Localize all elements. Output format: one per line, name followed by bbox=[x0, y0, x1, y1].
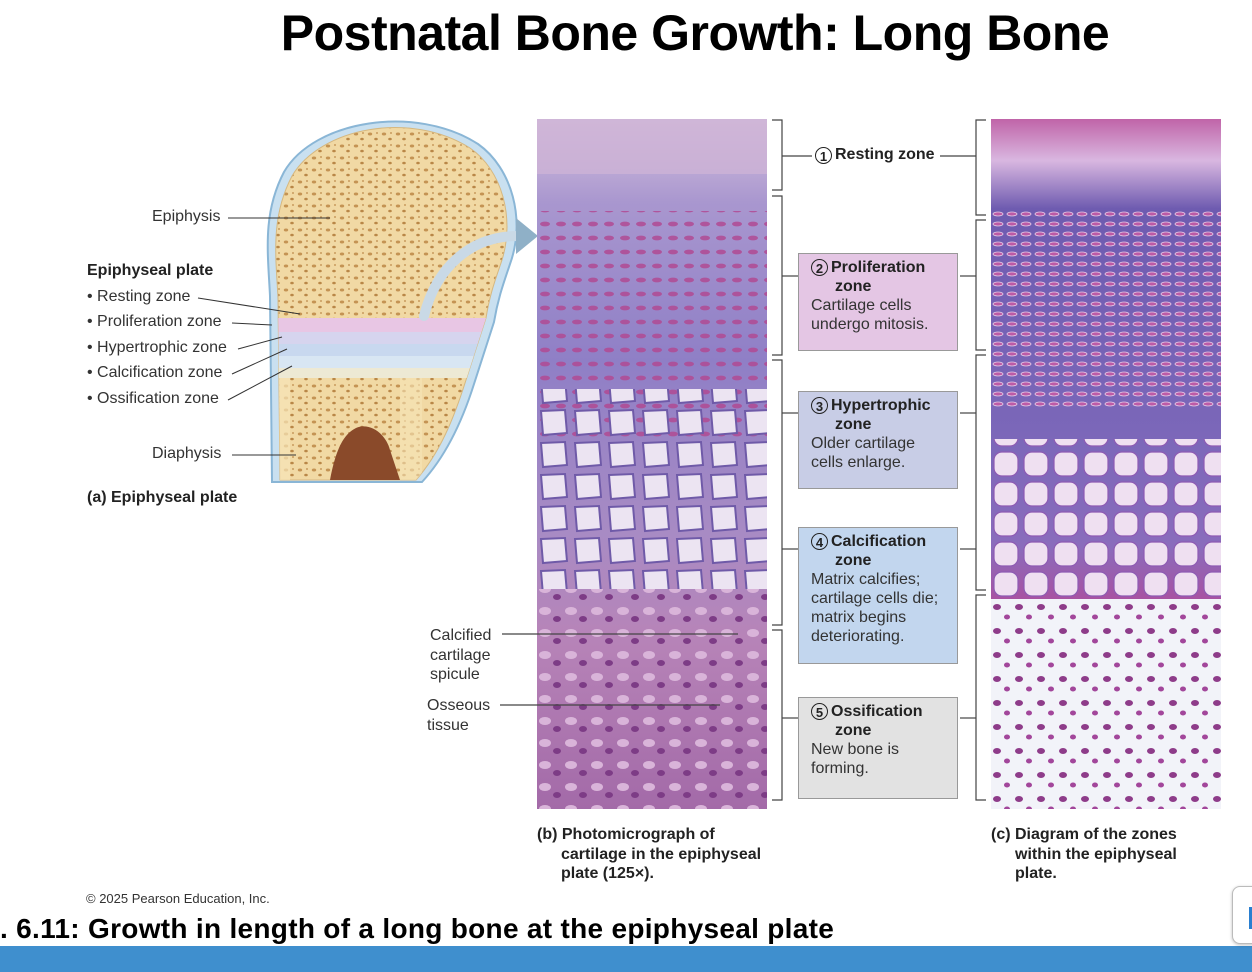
zone-title: Ossification zone bbox=[831, 702, 923, 740]
panel-b-caption: (b) Photomicrograph of cartilage in the … bbox=[537, 825, 761, 884]
label-line: tissue bbox=[427, 716, 469, 734]
zone-head: 5 Ossification zone bbox=[811, 702, 951, 740]
epiphysis-label: Epiphysis bbox=[152, 208, 221, 225]
zone-desc-line: deteriorating. bbox=[811, 628, 905, 645]
calcified-spicule-label: Calcified cartilage spicule bbox=[430, 626, 491, 685]
zone-number-badge: 5 bbox=[811, 703, 828, 720]
photomicrograph bbox=[537, 119, 767, 809]
diaphysis-label: Diaphysis bbox=[152, 445, 222, 462]
plate-band-proliferation bbox=[275, 332, 507, 344]
zone-number-badge: 2 bbox=[811, 259, 828, 276]
zone-desc-line: undergo mitosis. bbox=[811, 316, 929, 333]
zone-desc-line: cartilage cells die; bbox=[811, 590, 939, 607]
zone-head: 4 Calcification zone bbox=[811, 532, 951, 570]
zone-list-item: • Resting zone bbox=[87, 288, 191, 305]
caption-line: within the epiphyseal bbox=[1015, 845, 1177, 863]
zone-description: Cartilage cells undergo mitosis. bbox=[811, 296, 951, 334]
zone-description: New bone is forming. bbox=[811, 740, 951, 778]
zone-box-hypertrophic: 3 Hypertrophic zone Older cartilage cell… bbox=[798, 391, 958, 489]
caption-line: (c) Diagram of the zones bbox=[991, 826, 1177, 843]
magnify-arrow-head bbox=[516, 218, 538, 254]
zone-title: Calcification zone bbox=[831, 532, 926, 570]
plate-band-calcification bbox=[275, 356, 507, 368]
zone-box-resting: 1 Resting zone bbox=[812, 146, 938, 164]
zone-desc-line: New bone is bbox=[811, 741, 900, 758]
bracket-lines bbox=[500, 119, 986, 801]
panel-a-caption: (a) Epiphyseal plate bbox=[87, 489, 238, 506]
zone-desc-line: matrix begins bbox=[811, 609, 907, 626]
zone-title: Proliferation zone bbox=[831, 258, 925, 296]
label-line: Osseous bbox=[427, 697, 491, 714]
zone-list-label: Hypertrophic zone bbox=[97, 339, 227, 356]
caption-line: plate. bbox=[1015, 865, 1057, 882]
zone-list-item: • Calcification zone bbox=[87, 364, 223, 381]
magnify-arrow bbox=[419, 231, 523, 321]
zone-box-calcification: 4 Calcification zone Matrix calcifies; c… bbox=[798, 527, 958, 664]
zone-list-item: • Ossification zone bbox=[87, 390, 219, 407]
caption-line: cartilage in the epiphyseal bbox=[561, 845, 762, 863]
panel-a-leader-lines bbox=[197, 217, 330, 456]
osseous-tissue-label: Osseous tissue bbox=[427, 696, 490, 735]
zone-desc-line: cells enlarge. bbox=[811, 454, 906, 471]
zone-desc-line: Older cartilage bbox=[811, 435, 916, 452]
zone-list-item: • Hypertrophic zone bbox=[87, 339, 227, 356]
marrow-cavity bbox=[330, 426, 400, 480]
zone-list-label: Calcification zone bbox=[97, 364, 223, 381]
label-line: cartilage bbox=[430, 646, 491, 664]
zone-desc-line: forming. bbox=[811, 760, 869, 777]
zone-title-line: Ossification bbox=[831, 703, 923, 720]
plate-band-ossification bbox=[275, 368, 507, 378]
zone-description: Older cartilage cells enlarge. bbox=[811, 434, 951, 472]
zone-title-line: Proliferation bbox=[831, 259, 926, 276]
zone-diagram bbox=[991, 119, 1221, 809]
zone-number-badge: 1 bbox=[815, 147, 832, 164]
epiphyseal-plate-heading: Epiphyseal plate bbox=[87, 262, 214, 279]
bone-illustration bbox=[266, 120, 538, 483]
caption-line: plate (125×). bbox=[561, 865, 654, 882]
zone-title-line: zone bbox=[835, 552, 872, 569]
zone-desc-line: Cartilage cells bbox=[811, 297, 912, 314]
footer-bar bbox=[0, 946, 1252, 972]
plate-band-hypertrophic bbox=[275, 344, 507, 356]
zone-description: Matrix calcifies; cartilage cells die; m… bbox=[811, 570, 951, 646]
zone-title-line: zone bbox=[835, 722, 872, 739]
zone-desc-line: Matrix calcifies; bbox=[811, 571, 921, 588]
page-title: Postnatal Bone Growth: Long Bone bbox=[280, 5, 1110, 61]
zone-title-line: Calcification bbox=[831, 533, 927, 550]
zone-box-ossification: 5 Ossification zone New bone is forming. bbox=[798, 697, 958, 799]
copyright-notice: © 2025 Pearson Education, Inc. bbox=[86, 891, 270, 906]
zone-title-line: Hypertrophic bbox=[831, 397, 931, 414]
zone-title-line: zone bbox=[835, 278, 872, 295]
zone-box-proliferation: 2 Proliferation zone Cartilage cells und… bbox=[798, 253, 958, 351]
zone-list-label: Resting zone bbox=[97, 288, 191, 305]
zone-title: Resting zone bbox=[835, 146, 935, 163]
label-line: Calcified bbox=[430, 627, 492, 644]
caption-line: (b) Photomicrograph of bbox=[537, 826, 715, 843]
zone-number-badge: 4 bbox=[811, 533, 828, 550]
zone-head: 3 Hypertrophic zone bbox=[811, 396, 951, 434]
zone-head: 2 Proliferation zone bbox=[811, 258, 951, 296]
panel-c-caption: (c) Diagram of the zones within the epip… bbox=[991, 825, 1177, 884]
label-line: spicule bbox=[430, 666, 480, 683]
zone-list-label: Ossification zone bbox=[97, 390, 219, 407]
zone-title: Hypertrophic zone bbox=[831, 396, 931, 434]
zone-title-line: zone bbox=[835, 416, 872, 433]
figure-caption: . 6.11: Growth in length of a long bone … bbox=[0, 913, 835, 944]
zone-number-badge: 3 bbox=[811, 397, 828, 414]
zone-list-label: Proliferation zone bbox=[97, 313, 222, 330]
zone-list-item: • Proliferation zone bbox=[87, 313, 222, 330]
plate-band-resting bbox=[275, 318, 507, 332]
next-slide-tab[interactable] bbox=[1232, 886, 1252, 944]
